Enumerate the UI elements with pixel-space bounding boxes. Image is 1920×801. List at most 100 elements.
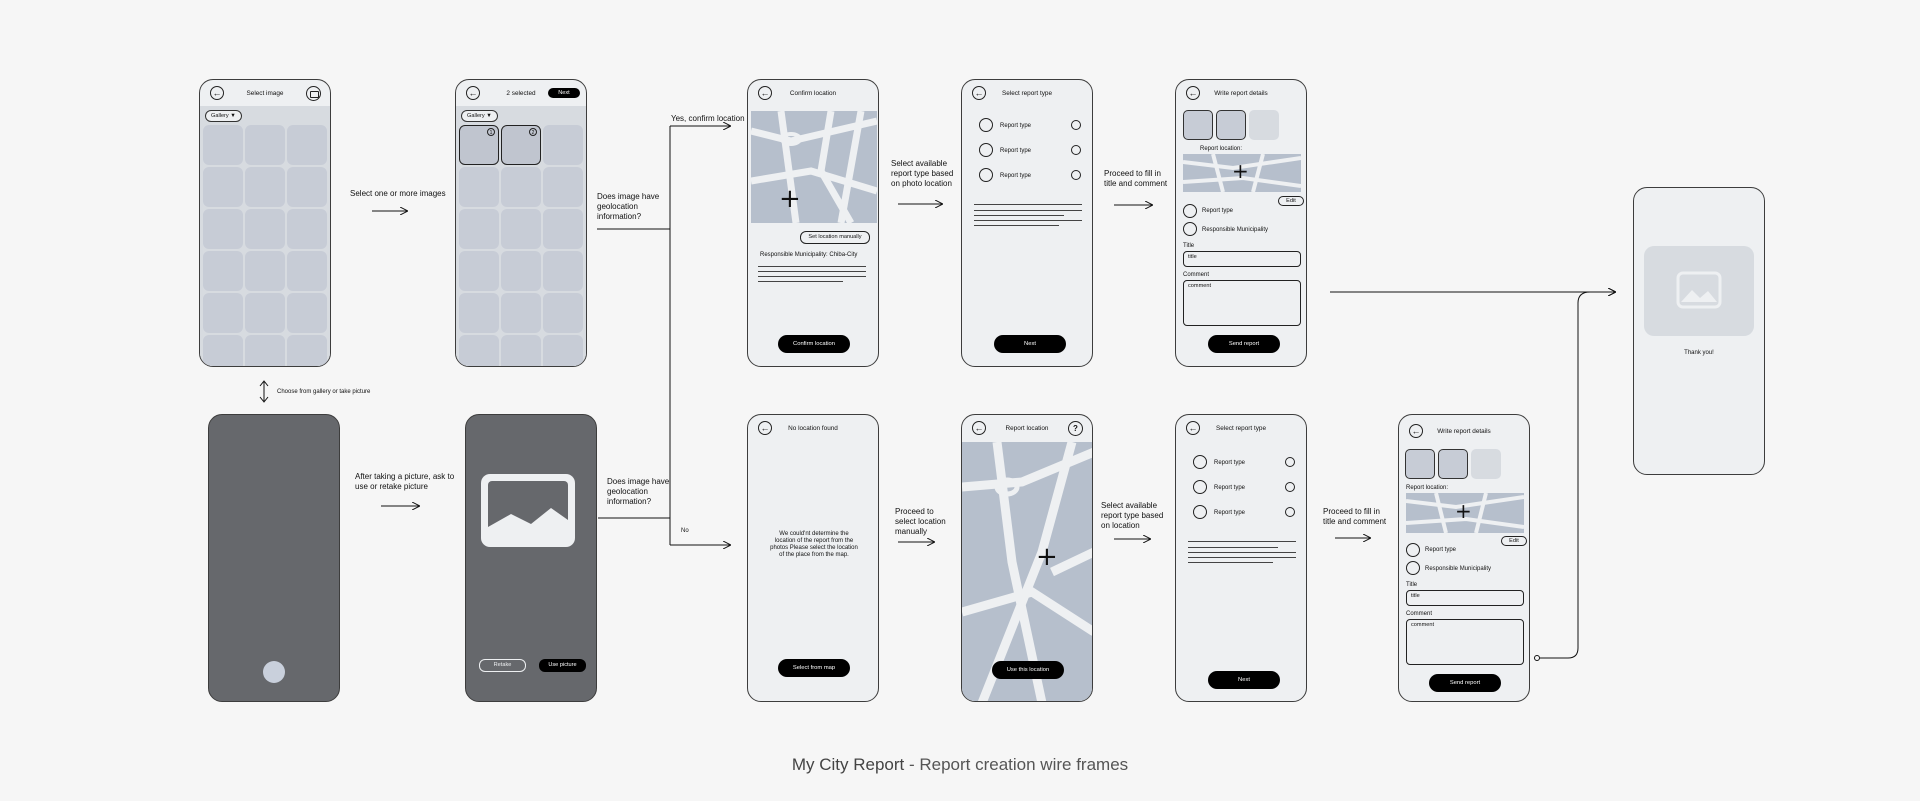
grid-cell[interactable]	[203, 251, 243, 291]
photo-thumbnail[interactable]	[1438, 449, 1468, 479]
gallery-dropdown[interactable]: Gallery ▼	[461, 110, 498, 122]
grid-cell[interactable]	[203, 209, 243, 249]
grid-cell[interactable]	[543, 251, 583, 291]
radio-button[interactable]	[1071, 170, 1081, 180]
shutter-button[interactable]	[263, 661, 285, 683]
grid-cell[interactable]	[501, 335, 541, 366]
crosshair-icon: +	[1036, 542, 1058, 572]
comment-input[interactable]: comment	[1406, 619, 1524, 665]
report-type-label: Report type	[1214, 460, 1246, 466]
back-arrow-icon[interactable]: ←	[972, 421, 986, 435]
label-after-picture: After taking a picture, ask to use or re…	[355, 472, 455, 491]
grid-cell[interactable]	[287, 125, 327, 165]
radio-button[interactable]	[1071, 120, 1081, 130]
grid-cell[interactable]	[203, 125, 243, 165]
edit-button[interactable]: Edit	[1501, 536, 1527, 546]
grid-cell[interactable]	[245, 293, 285, 333]
next-button[interactable]: Next	[548, 88, 580, 98]
use-this-location-button[interactable]: Use this location	[992, 661, 1064, 679]
preview-image	[481, 474, 575, 547]
photo-thumbnail[interactable]	[1405, 449, 1435, 479]
confirm-location-button[interactable]: Confirm location	[778, 335, 850, 353]
title-input[interactable]: title	[1406, 590, 1524, 606]
grid-cell[interactable]	[287, 251, 327, 291]
back-arrow-icon[interactable]: ←	[210, 86, 224, 100]
back-arrow-icon[interactable]: ←	[1186, 421, 1200, 435]
screen-title: Write report details	[1437, 428, 1491, 435]
back-arrow-icon[interactable]: ←	[466, 86, 480, 100]
crosshair-icon: +	[779, 184, 801, 214]
grid-cell[interactable]	[543, 167, 583, 207]
location-map[interactable]: +	[1183, 154, 1301, 192]
map-roads	[1183, 154, 1301, 192]
use-picture-button[interactable]: Use picture	[539, 659, 586, 672]
grid-cell[interactable]	[245, 125, 285, 165]
gallery-dropdown[interactable]: Gallery ▼	[205, 110, 242, 122]
location-map[interactable]: +	[751, 111, 877, 223]
set-location-manually-button[interactable]: Set location manually	[800, 231, 870, 244]
comment-input[interactable]: comment	[1183, 280, 1301, 326]
grid-cell[interactable]	[245, 209, 285, 249]
radio-button[interactable]	[1285, 507, 1295, 517]
text-line	[758, 276, 866, 277]
add-photo-icon[interactable]	[1249, 110, 1279, 140]
grid-cell[interactable]	[203, 167, 243, 207]
grid-cell[interactable]	[459, 251, 499, 291]
grid-cell[interactable]	[203, 293, 243, 333]
grid-cell[interactable]	[287, 335, 327, 366]
back-arrow-icon[interactable]: ←	[1186, 86, 1200, 100]
grid-cell[interactable]	[501, 209, 541, 249]
edit-button[interactable]: Edit	[1278, 196, 1304, 206]
add-photo-icon[interactable]	[1471, 449, 1501, 479]
title-input[interactable]: title	[1183, 251, 1301, 267]
back-arrow-icon[interactable]: ←	[758, 86, 772, 100]
grid-cell[interactable]	[543, 125, 583, 165]
grid-cell[interactable]	[459, 335, 499, 366]
grid-cell[interactable]	[501, 251, 541, 291]
grid-cell[interactable]	[543, 293, 583, 333]
next-button[interactable]: Next	[1208, 671, 1280, 689]
grid-cell[interactable]	[543, 335, 583, 366]
grid-cell[interactable]	[459, 209, 499, 249]
crosshair-icon: +	[1232, 159, 1249, 183]
grid-cell[interactable]	[203, 335, 243, 366]
photo-thumbnail[interactable]	[1183, 110, 1213, 140]
radio-button[interactable]	[1285, 457, 1295, 467]
grid-cell[interactable]	[245, 251, 285, 291]
text-line	[1188, 562, 1273, 563]
radio-button[interactable]	[1071, 145, 1081, 155]
retake-button[interactable]: Retake	[479, 659, 526, 672]
municipality-label: Responsible Municipality	[1202, 227, 1269, 233]
send-report-button[interactable]: Send report	[1208, 335, 1280, 353]
grid-cell[interactable]	[245, 335, 285, 366]
grid-cell-selected[interactable]: 2	[501, 125, 541, 165]
grid-cell[interactable]	[287, 293, 327, 333]
radio-button[interactable]	[1285, 482, 1295, 492]
grid-cell-selected[interactable]: 1	[459, 125, 499, 165]
grid-cell[interactable]	[287, 167, 327, 207]
arrow-send-bottom-start	[1534, 655, 1540, 661]
send-report-button[interactable]: Send report	[1429, 674, 1501, 692]
screen-report-location: ← Report location ? + Use this location	[961, 414, 1093, 702]
location-map[interactable]: +	[962, 442, 1092, 701]
select-from-map-button[interactable]: Select from map	[778, 659, 850, 677]
next-button[interactable]: Next	[994, 335, 1066, 353]
grid-cell[interactable]	[459, 167, 499, 207]
back-arrow-icon[interactable]: ←	[972, 86, 986, 100]
grid-cell[interactable]	[459, 293, 499, 333]
grid-cell[interactable]	[501, 167, 541, 207]
arrow-choose-head-down	[259, 396, 269, 403]
photo-thumbnail[interactable]	[1216, 110, 1246, 140]
help-icon[interactable]: ?	[1068, 421, 1083, 436]
text-line	[974, 204, 1082, 205]
report-type-icon	[979, 143, 993, 157]
grid-cell[interactable]	[543, 209, 583, 249]
grid-cell[interactable]	[501, 293, 541, 333]
grid-cell[interactable]	[287, 209, 327, 249]
location-map[interactable]: +	[1406, 493, 1524, 533]
back-arrow-icon[interactable]: ←	[758, 421, 772, 435]
screen-title: Select report type	[1215, 425, 1267, 432]
camera-icon[interactable]	[306, 86, 321, 101]
back-arrow-icon[interactable]: ←	[1409, 424, 1423, 438]
grid-cell[interactable]	[245, 167, 285, 207]
